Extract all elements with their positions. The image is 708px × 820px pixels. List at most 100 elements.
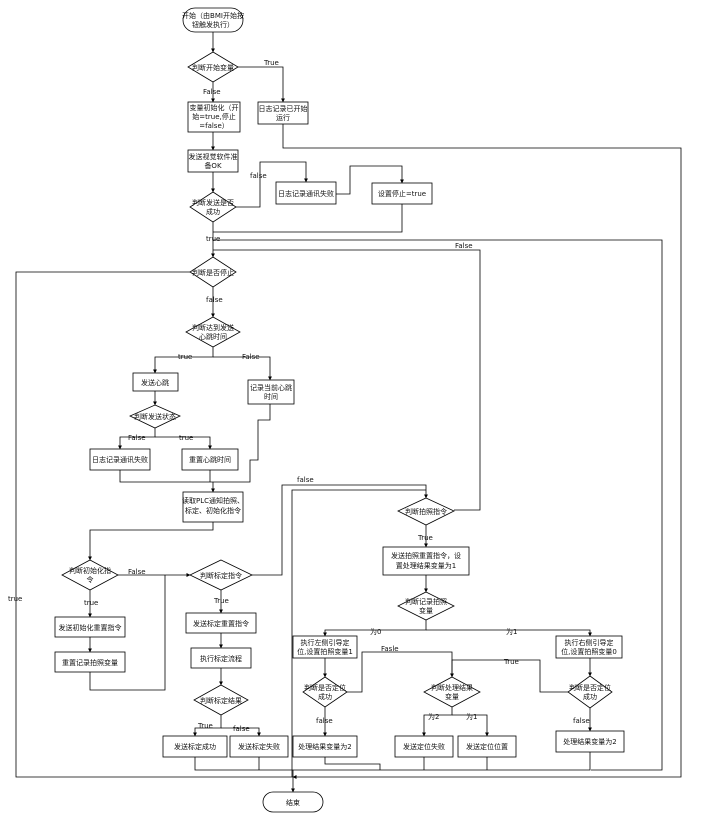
edge-drecord-0 xyxy=(323,620,427,637)
label-false-g: False xyxy=(128,568,146,576)
process-send-heartbeat: 发送心跳 xyxy=(132,372,179,392)
process-send-locate-pos: 发送定位位置 xyxy=(457,735,517,758)
send-photo-reset-line-1: 发送拍照重置指令，设 xyxy=(391,551,461,560)
decision-heartbeat-line-1: 判断达到发送 xyxy=(192,323,234,332)
decision-left-ok-line-2: 成功 xyxy=(318,692,332,701)
decision-right-ok: 判断是否定位 成功 xyxy=(567,675,613,709)
label-true-e: true xyxy=(84,599,98,607)
process-send-calib-ok: 发送标定成功 xyxy=(162,735,228,758)
edge-loop-back xyxy=(213,239,663,771)
process-record-heartbeat: 记录当前心跳 时间 xyxy=(247,379,295,405)
proc-result-2b-text: 处理结果变量为2 xyxy=(563,737,616,746)
set-stop-text: 设置停止=true xyxy=(378,189,426,198)
log-comm-fail-mid-text: 日志记录通讯失败 xyxy=(92,455,148,464)
end-terminator: 结束 xyxy=(262,791,324,813)
decision-proc-result: 判断处理结果 变量 xyxy=(423,676,481,708)
process-send-photo-reset: 发送拍照重置指令，设 置处理结果变量为1 xyxy=(382,546,470,576)
decision-proc-result-line-2: 变量 xyxy=(445,692,459,701)
label-true-c: true xyxy=(178,353,192,361)
nodes: 开始（由BMI开始按 钮触发执行） 判断开始变量 日志记录已开始 运行 变量初始… xyxy=(54,7,625,813)
label-for2: 为2 xyxy=(428,712,439,721)
decision-photo-cmd-text: 判断拍照指令 xyxy=(405,507,447,516)
edge-dstate-false xyxy=(118,428,156,450)
edge-hb-false xyxy=(213,356,272,381)
start-terminator: 开始（由BMI开始按 钮触发执行） xyxy=(182,7,244,33)
decision-right-ok-line-1: 判断是否定位 xyxy=(569,683,611,692)
edge-commfail-join xyxy=(119,470,213,483)
decision-proc-result-line-1: 判断处理结果 xyxy=(431,683,473,692)
process-log-started: 日志记录已开始 运行 xyxy=(257,101,309,125)
label-false-f: False xyxy=(128,434,146,442)
edge-photo-false-right xyxy=(213,249,481,511)
decision-record-photo-line-1: 判断记录拍照 xyxy=(405,597,447,606)
label-true-i: True xyxy=(503,658,519,666)
decision-calib-result-text: 判断标定结果 xyxy=(200,696,242,705)
decision-calib-cmd: 判断标定指令 xyxy=(189,559,253,591)
decision-init-line-2: 令 xyxy=(87,575,94,584)
edge-hb-true xyxy=(153,347,214,374)
label-false-l: false xyxy=(573,717,590,725)
reset-photo-var-text: 重置记录拍照变量 xyxy=(62,658,118,667)
left-locate-line-1: 执行左侧引导定 xyxy=(301,638,350,647)
read-plc-line-1: 读取PLC通知拍照、 xyxy=(182,496,244,505)
edge-result-false xyxy=(221,727,261,737)
label-for1b: 为1 xyxy=(466,712,477,721)
label-false-k: Fasle xyxy=(381,645,399,653)
decision-send-ok: 判断发送是否 成功 xyxy=(189,191,237,223)
decision-calib-cmd-text: 判断标定指令 xyxy=(200,571,242,580)
edge-calib-false xyxy=(252,484,428,576)
decision-send-state-text: 判断发送状态 xyxy=(134,412,176,421)
process-send-locate-fail: 发送定位失败 xyxy=(394,735,454,758)
init-vars-line-2: 始=true,停止 xyxy=(192,112,235,121)
proc-result-2-text: 处理结果变量为2 xyxy=(298,742,351,751)
decision-start-var: 判断开始变量 xyxy=(187,51,239,83)
decision-heartbeat-line-2: 心跳时间 xyxy=(199,332,227,341)
decision-photo-cmd: 判断拍照指令 xyxy=(397,497,455,526)
edge-calibok-join xyxy=(194,757,293,771)
decision-init-cmd: 判断初始化指 令 xyxy=(61,559,119,591)
decision-stop: 判断是否停止 xyxy=(189,256,237,288)
edge-resetphoto-out xyxy=(89,575,166,691)
edge-proc2b-join xyxy=(293,752,591,771)
label-for0: 为0 xyxy=(370,627,381,636)
send-locate-fail-text: 发送定位失败 xyxy=(403,742,445,751)
init-vars-line-3: =false） xyxy=(199,122,229,130)
end-text: 结束 xyxy=(286,798,300,807)
edge-proc2-join xyxy=(324,757,381,770)
label-true-b: true xyxy=(206,235,220,243)
label-true-d: true xyxy=(179,434,193,442)
label-false-h: false xyxy=(297,476,314,484)
process-run-calib: 执行标定流程 xyxy=(190,647,252,669)
read-plc-line-2: 标定、初始化指令 xyxy=(185,506,241,515)
label-false-c: False xyxy=(455,242,473,250)
log-comm-fail-top-text: 日志记录通讯失败 xyxy=(278,189,334,198)
edge-judge-true xyxy=(238,66,285,103)
edge-dstop-true xyxy=(15,271,293,778)
process-reset-heartbeat: 重置心跳时间 xyxy=(181,448,239,471)
decision-record-photo-line-2: 变量 xyxy=(419,606,433,615)
process-result-2: 处理结果变量为2 xyxy=(292,735,358,758)
decision-right-ok-line-2: 成功 xyxy=(583,692,597,701)
label-true-f: True xyxy=(213,597,229,605)
edge-dright-true xyxy=(451,659,568,693)
run-calib-text: 执行标定流程 xyxy=(200,654,242,663)
edge-dproc-1 xyxy=(452,714,489,737)
label-false-d: false xyxy=(206,296,223,304)
label-true-h: True xyxy=(417,534,433,542)
process-send-init-reset: 发送初始化重置指令 xyxy=(54,616,126,638)
label-false-j: false xyxy=(316,717,333,725)
decision-send-state: 判断发送状态 xyxy=(129,404,181,429)
decision-init-line-1: 判断初始化指 xyxy=(69,566,111,575)
label-false-i: false xyxy=(233,725,250,733)
process-reset-photo-var: 重置记录拍照变量 xyxy=(54,651,126,673)
decision-left-ok-line-1: 判断是否定位 xyxy=(304,683,346,692)
left-locate-line-2: 位,设置拍照变量1 xyxy=(297,647,353,656)
process-init-vars: 变量初始化（开 始=true,停止 =false） xyxy=(187,101,241,133)
edge-stop-back xyxy=(213,204,403,233)
process-send-calib-reset: 发送标定重置指令 xyxy=(185,612,257,634)
decision-send-ok-line-2: 成功 xyxy=(206,207,220,216)
decision-stop-text: 判断是否停止 xyxy=(192,268,234,277)
label-false-e: False xyxy=(242,353,260,361)
reset-heartbeat-text: 重置心跳时间 xyxy=(189,455,231,464)
